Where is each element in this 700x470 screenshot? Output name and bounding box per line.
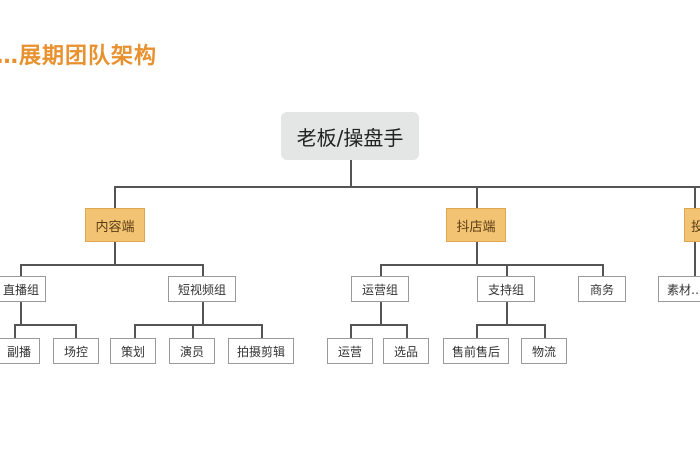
connector — [476, 324, 478, 338]
department-content: 内容端 — [85, 208, 145, 242]
connector — [350, 160, 352, 186]
connector — [14, 324, 76, 326]
connector — [380, 302, 382, 324]
connector — [350, 324, 352, 338]
team-live: 直播组 — [0, 276, 46, 302]
member-filming-editing: 拍摄剪辑 — [228, 338, 294, 364]
member-logistics: 物流 — [521, 338, 567, 364]
connector — [476, 186, 478, 208]
department-store: 抖店端 — [446, 208, 506, 242]
connector — [14, 324, 16, 338]
department-ads: 投… — [684, 208, 700, 242]
page-title: …展期团队架构 — [0, 44, 158, 69]
team-short-video: 短视频组 — [168, 276, 236, 302]
member-product-selection: 选品 — [383, 338, 429, 364]
team-operations: 运营组 — [351, 276, 409, 302]
connector — [261, 324, 263, 338]
connector — [20, 302, 22, 324]
connector — [380, 264, 382, 276]
connector — [20, 264, 202, 266]
connector — [544, 324, 546, 338]
member-assistant-host: 副播 — [0, 338, 40, 364]
team-support: 支持组 — [477, 276, 535, 302]
connector — [380, 264, 602, 266]
connector — [476, 242, 478, 264]
connector — [114, 186, 116, 208]
member-floor-control: 场控 — [53, 338, 99, 364]
member-planning: 策划 — [110, 338, 156, 364]
connector — [114, 242, 116, 264]
root-node: 老板/操盘手 — [281, 112, 419, 160]
connector — [694, 186, 696, 208]
connector — [406, 324, 408, 338]
connector — [694, 242, 696, 276]
team-business: 商务 — [578, 276, 626, 302]
connector — [506, 264, 508, 276]
connector — [506, 302, 508, 324]
connector — [476, 324, 545, 326]
member-actor: 演员 — [169, 338, 215, 364]
connector — [114, 186, 700, 188]
connector — [202, 264, 204, 276]
connector — [20, 264, 22, 276]
connector — [134, 324, 136, 338]
member-customer-service: 售前售后 — [443, 338, 509, 364]
member-operations: 运营 — [327, 338, 373, 364]
connector — [602, 264, 604, 276]
connector — [192, 324, 194, 338]
team-material: 素材… — [658, 276, 700, 302]
connector — [350, 324, 407, 326]
connector — [75, 324, 77, 338]
connector — [134, 324, 262, 326]
connector — [202, 302, 204, 324]
